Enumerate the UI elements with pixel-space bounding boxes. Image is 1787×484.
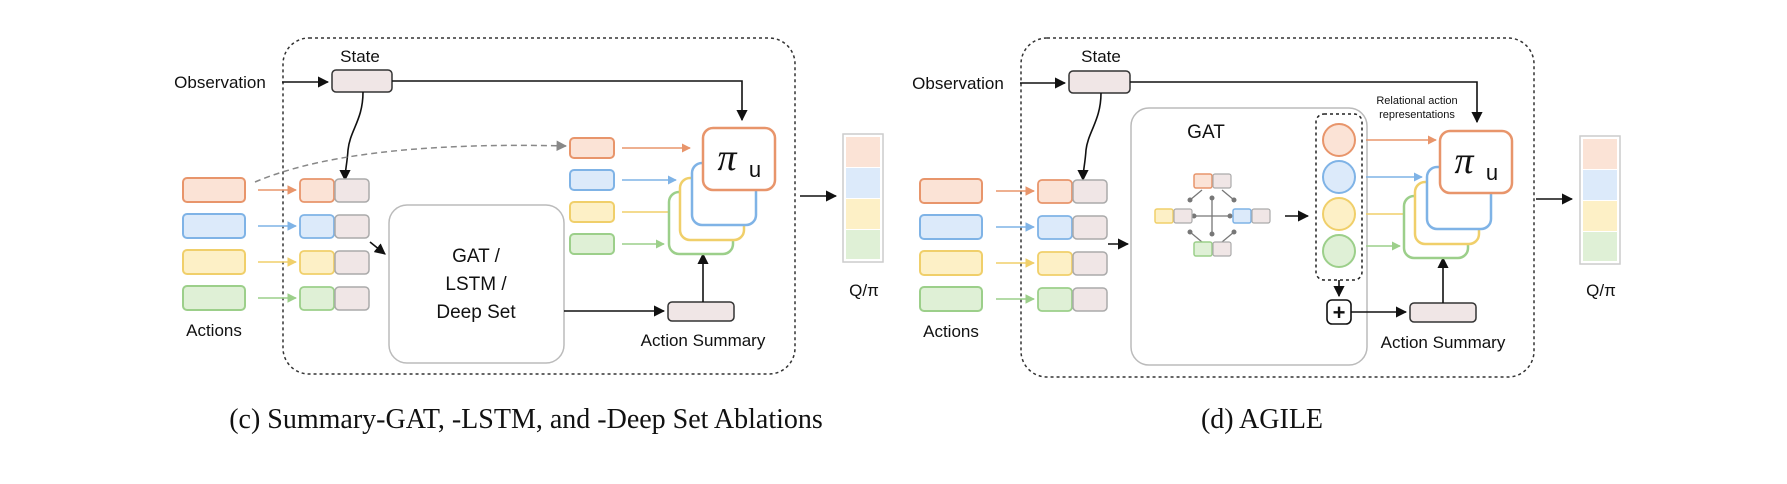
- panel-d-state-box: [1068, 70, 1131, 94]
- panel-d-frame: [1020, 37, 1535, 378]
- panel-c-action-blue: [182, 213, 246, 239]
- panel-d-state-to-policy-arrow: [1130, 81, 1483, 124]
- panel-c-encoder-box: [388, 204, 565, 364]
- panel-c-policy-subscript: u: [749, 157, 761, 182]
- panel-d-state-label: State: [1081, 47, 1121, 66]
- panel-d: State Observation Actions: [912, 37, 1621, 435]
- panel-d-graph-icon: [1154, 173, 1271, 257]
- panel-c-policy-stack: π u: [667, 126, 777, 256]
- panel-d-policy-symbol: π: [1454, 140, 1474, 182]
- panel-d-policy-subscript: u: [1486, 160, 1498, 185]
- panel-c-observation-label: Observation: [174, 73, 266, 92]
- panel-c-actions-label: Actions: [186, 321, 242, 340]
- panel-d-rep-orange: [1322, 123, 1356, 157]
- panel-d-gat-label: GAT: [1187, 122, 1225, 143]
- panel-d-action-summary-box: [1409, 302, 1477, 323]
- panel-d-action-inputs: [919, 178, 983, 312]
- panel-c: State Observation Actions: [174, 37, 884, 435]
- panel-d-rep-blue: [1322, 160, 1356, 194]
- panel-d-rep-yellow: [1322, 197, 1356, 231]
- panel-c-state-to-policy-arrow: [392, 80, 748, 122]
- panel-c-action-summary-box: [667, 301, 735, 322]
- panel-c-action-green: [182, 285, 246, 311]
- panel-c-action-orange: [182, 177, 246, 203]
- panel-d-state-to-actions-arrow: [1077, 92, 1102, 182]
- panel-d-gat-box: [1130, 107, 1368, 366]
- panel-d-relational-reps-box: [1315, 113, 1363, 281]
- panel-c-output-vector: [842, 133, 884, 263]
- panel-c-caption: (c) Summary-GAT, -LSTM, and -Deep Set Ab…: [229, 404, 823, 435]
- panel-d-relational-label-1: Relational action: [1376, 95, 1457, 107]
- panel-c-dashed-arrow: [254, 140, 568, 183]
- panel-c-encoder-label-2: LSTM /: [445, 274, 507, 295]
- panel-c-output-label: Q/π: [849, 281, 879, 300]
- panel-d-plus-icon: +: [1333, 300, 1346, 325]
- panel-c-state-to-actions-arrow: [339, 91, 364, 182]
- panel-c-state-box: [331, 69, 393, 93]
- panel-d-action-summary-label: Action Summary: [1381, 333, 1506, 352]
- panel-d-output-vector: [1579, 135, 1621, 265]
- panel-d-actions-label: Actions: [923, 322, 979, 341]
- panel-c-to-encoder-arrow: [369, 241, 386, 255]
- panel-c-action-state-pairs: [299, 178, 370, 311]
- panel-c-action-summary-label: Action Summary: [641, 331, 766, 350]
- panel-d-policy-stack: π u: [1402, 129, 1514, 260]
- panel-d-action-state-pairs: [1037, 179, 1108, 312]
- panel-d-caption: (d) AGILE: [1201, 404, 1323, 435]
- panel-c-candidate-actions: [569, 137, 615, 255]
- panel-c-action-yellow: [182, 249, 246, 275]
- panel-d-rep-green: [1322, 234, 1356, 268]
- panel-d-observation-label: Observation: [912, 74, 1004, 93]
- panel-c-encoder-label-1: GAT /: [452, 246, 501, 267]
- panel-c-state-label: State: [340, 47, 380, 66]
- panel-c-action-inputs: [182, 177, 246, 311]
- panel-d-output-label: Q/π: [1586, 281, 1616, 300]
- panel-c-frame: [282, 37, 796, 375]
- panel-d-relational-label-2: representations: [1379, 109, 1455, 121]
- panel-c-encoder-label-3: Deep Set: [436, 302, 516, 323]
- panel-c-policy-symbol: π: [717, 137, 737, 179]
